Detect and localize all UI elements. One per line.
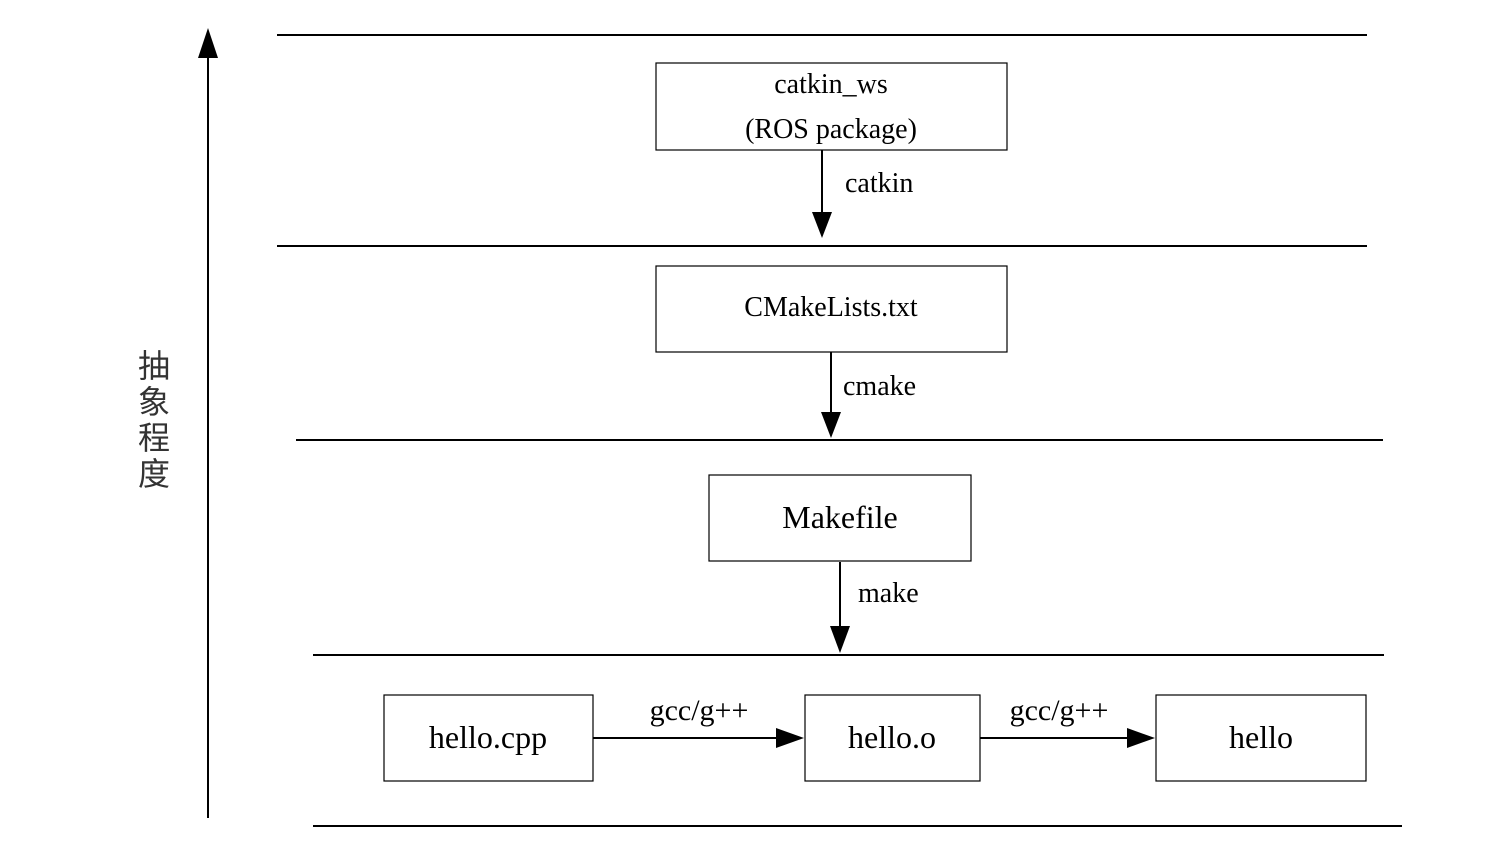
edge-compile-2-label: gcc/g++ (1010, 694, 1109, 727)
node-hello-cpp: hello.cpp (383, 694, 594, 782)
axis-label-char: 程 (137, 419, 170, 457)
node-box (804, 694, 981, 782)
edge-cmake-label: cmake (843, 371, 916, 402)
edge-catkin: catkin (812, 150, 913, 238)
node-catkin-ws-line2: (ROS package) (745, 114, 917, 145)
abstraction-axis-arrowhead (198, 28, 218, 58)
edge-arrowhead (776, 728, 804, 748)
edge-catkin-label: catkin (845, 168, 913, 199)
node-hello: hello (1155, 694, 1367, 782)
node-hello-cpp-label: hello.cpp (429, 719, 547, 755)
edge-compile-1-label: gcc/g++ (650, 694, 749, 727)
node-cmakelists: CMakeLists.txt (655, 265, 1008, 353)
edge-arrowhead (821, 412, 841, 438)
node-hello-o-label: hello.o (848, 719, 936, 755)
edge-cmake: cmake (821, 352, 916, 438)
node-makefile-label: Makefile (782, 499, 898, 535)
edge-make-label: make (858, 578, 919, 609)
edge-arrowhead (812, 212, 832, 238)
edge-arrowhead (1127, 728, 1155, 748)
node-box (383, 694, 594, 782)
node-box (655, 62, 1008, 151)
node-cmakelists-label: CMakeLists.txt (744, 292, 918, 323)
edge-arrowhead (830, 626, 850, 653)
node-box (708, 474, 972, 562)
node-hello-o: hello.o (804, 694, 981, 782)
axis-label-char: 象 (137, 383, 170, 421)
node-catkin-ws-line1: catkin_ws (774, 69, 888, 100)
node-box (1155, 694, 1367, 782)
edge-compile-1: gcc/g++ (593, 694, 804, 748)
node-catkin-ws: catkin_ws (ROS package) (655, 62, 1008, 151)
abstraction-level-label: 抽 象 程 度 (134, 348, 174, 492)
node-hello-label: hello (1229, 719, 1293, 755)
node-makefile: Makefile (708, 474, 972, 562)
edge-make: make (830, 562, 919, 653)
edge-compile-2: gcc/g++ (980, 694, 1155, 748)
node-box (655, 265, 1008, 353)
axis-label-char: 抽 (137, 347, 170, 385)
axis-label-char: 度 (137, 455, 170, 493)
